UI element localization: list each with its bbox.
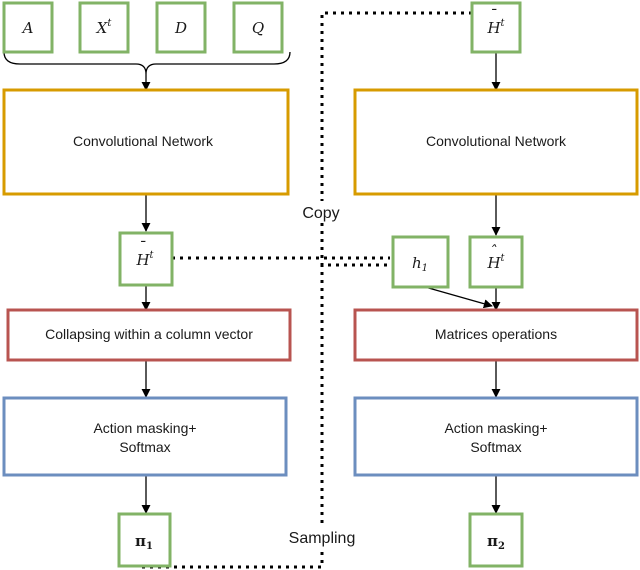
input-node-x: Xt bbox=[78, 1, 130, 54]
copy-label-group: Copy bbox=[296, 201, 346, 223]
sampling-connector bbox=[142, 260, 324, 569]
input-d-label: D bbox=[174, 19, 187, 37]
input-x-label: Xt bbox=[96, 18, 113, 37]
input-node-q: Q bbox=[232, 1, 284, 54]
conv-network-left: Convolutional Network bbox=[2, 88, 290, 196]
collapse-label: Collapsing within a column vector bbox=[45, 326, 253, 342]
mask-box-right: Action masking+ Softmax bbox=[353, 396, 639, 477]
input-a-label: A bbox=[21, 19, 34, 37]
pi2-label: π2 bbox=[487, 532, 505, 552]
input-brace bbox=[3, 51, 291, 75]
input-node-a: A bbox=[2, 1, 54, 54]
h-bar-node-right: Ht ¯ bbox=[470, 1, 522, 54]
sampling-label-group: Sampling bbox=[280, 526, 364, 548]
input-q-label: Q bbox=[252, 19, 264, 37]
arrow-h1-to-matrices bbox=[424, 286, 493, 309]
pi1-label: π1 bbox=[135, 532, 153, 552]
mask-box-left: Action masking+ Softmax bbox=[2, 396, 288, 477]
pi2-node: π2 bbox=[468, 512, 524, 568]
pi1-node: π1 bbox=[117, 512, 172, 568]
matrices-label: Matrices operations bbox=[435, 326, 557, 342]
h-hat-node: Ht ˆ bbox=[468, 235, 524, 289]
h-bar-node-left: Ht ¯ bbox=[118, 231, 174, 287]
mask-left-line-2: Softmax bbox=[119, 439, 170, 455]
copy-label: Copy bbox=[302, 205, 339, 222]
h-bar-left-label: Ht bbox=[135, 250, 154, 269]
h-hat-accent: ˆ bbox=[489, 242, 497, 260]
conv-network-right: Convolutional Network bbox=[353, 88, 639, 196]
h1-label: h1 bbox=[412, 254, 428, 274]
h-bar-right-accent: ¯ bbox=[489, 6, 497, 24]
copy-connector bbox=[320, 11, 472, 267]
collapse-box: Collapsing within a column vector bbox=[6, 308, 292, 362]
flow-arrows bbox=[141, 52, 501, 514]
sampling-label: Sampling bbox=[289, 530, 356, 547]
mask-right-line-1: Action masking+ bbox=[444, 420, 547, 436]
mask-right-line-2: Softmax bbox=[470, 439, 521, 455]
h-bar-left-accent: ¯ bbox=[138, 238, 146, 256]
h-hat-label: Ht bbox=[486, 253, 505, 272]
conv-left-label: Convolutional Network bbox=[73, 133, 214, 149]
h1-node: h1 bbox=[391, 235, 450, 289]
h-bar-right-label: Ht bbox=[486, 18, 505, 37]
conv-right-label: Convolutional Network bbox=[426, 133, 567, 149]
mask-left-line-1: Action masking+ bbox=[93, 420, 196, 436]
input-node-d: D bbox=[155, 1, 207, 54]
matrices-box: Matrices operations bbox=[353, 308, 639, 362]
